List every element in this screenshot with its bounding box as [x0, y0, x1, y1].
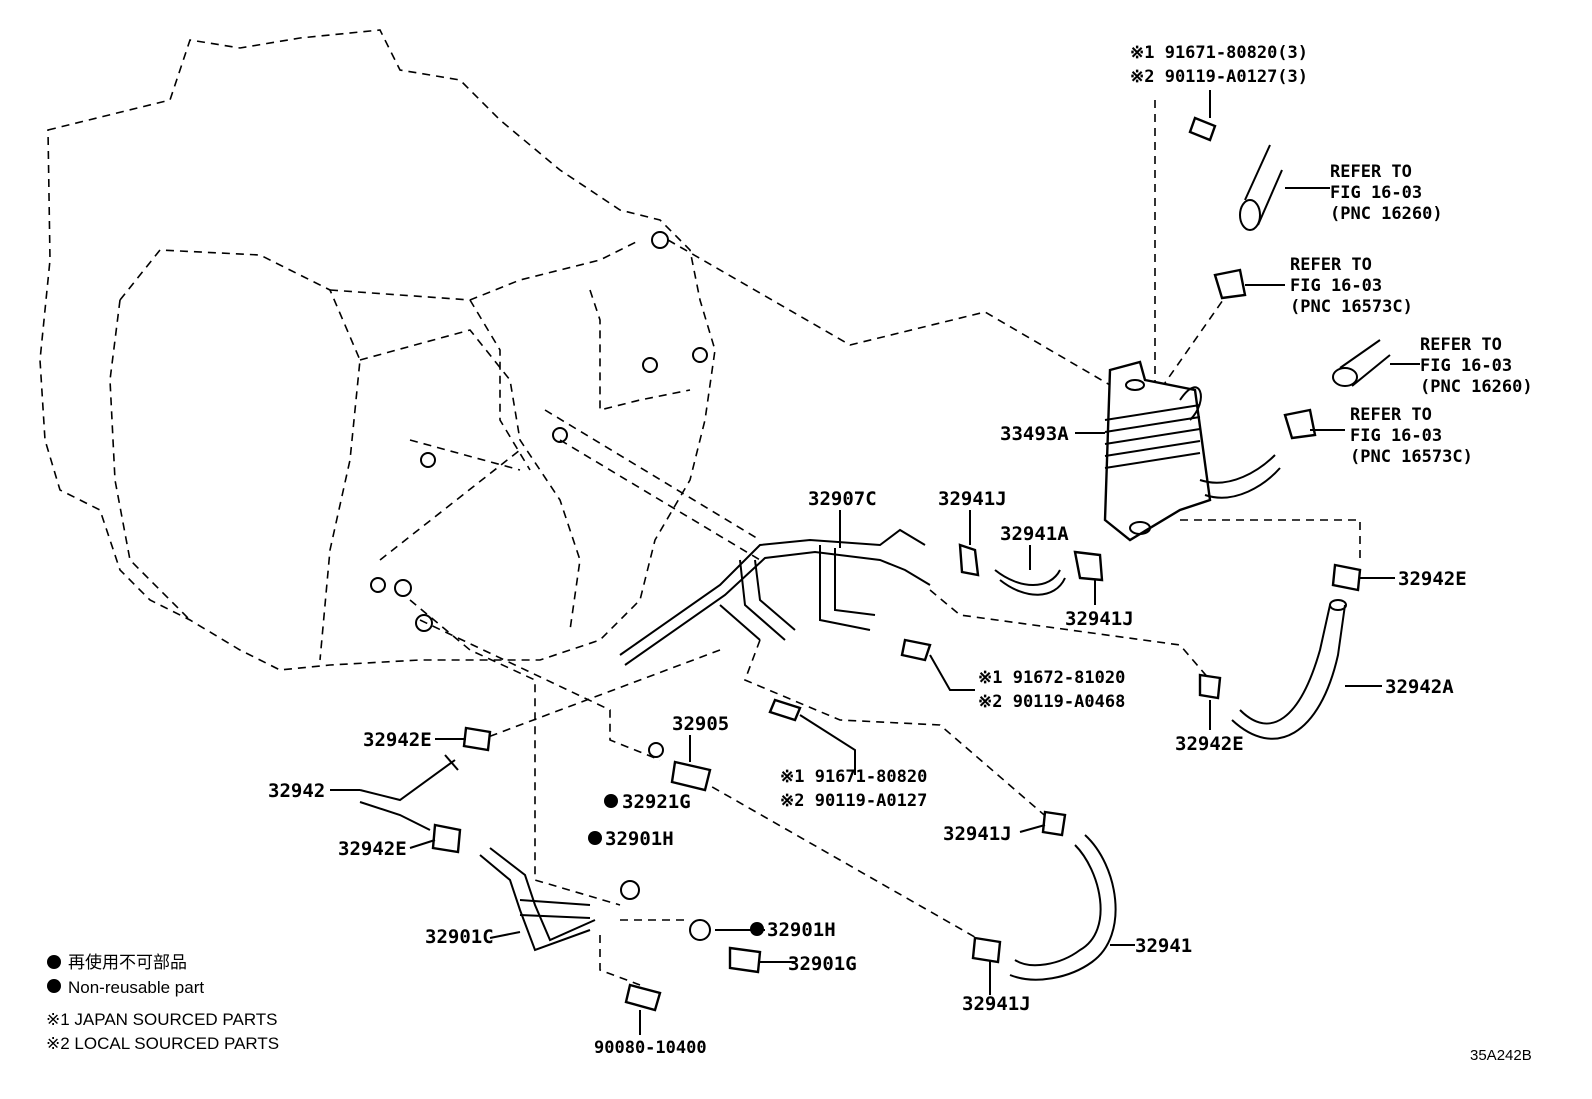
label-32942E-mid: 32942E	[1175, 733, 1244, 755]
transmission-housing	[39, 29, 716, 671]
label-32921G: 32921G	[622, 791, 691, 813]
label-33493A: 33493A	[1000, 423, 1069, 445]
pipe-32901C	[479, 847, 596, 952]
label-90080-10400: 90080-10400	[594, 1038, 707, 1058]
label-32941J-mid: 32941J	[1065, 608, 1134, 630]
ref2-line3: (PNC 16573C)	[1290, 297, 1413, 317]
label-32941J-top: 32941J	[938, 488, 1007, 510]
ref2-line2: FIG 16-03	[1290, 276, 1382, 296]
label-32907C: 32907C	[808, 488, 877, 510]
top-bolt-line1: ※1 91671-80820(3)	[1130, 43, 1308, 63]
label-32942E-right: 32942E	[1398, 568, 1467, 590]
ref3-line1: REFER TO	[1420, 335, 1502, 355]
ref2-line1: REFER TO	[1290, 255, 1372, 275]
ref4-line3: (PNC 16573C)	[1350, 447, 1473, 467]
label-32942E-low: 32942E	[338, 838, 407, 860]
label-32901G: 32901G	[788, 953, 857, 975]
low-bolt-line1: ※1 91671-80820	[780, 767, 927, 787]
hose-32941A	[994, 569, 1066, 596]
ref3-line3: (PNC 16260)	[1420, 377, 1533, 397]
legend-bullet	[47, 955, 61, 969]
hose-32941	[1009, 834, 1117, 981]
ref1-line3: (PNC 16260)	[1330, 204, 1443, 224]
label-32942E-left: 32942E	[363, 729, 432, 751]
ref1-line2: FIG 16-03	[1330, 183, 1422, 203]
ref1-line1: REFER TO	[1330, 162, 1412, 182]
label-32941J-bottom: 32941J	[962, 993, 1031, 1015]
part-labels: ※1 91671-80820(3) ※2 90119-A0127(3) REFE…	[268, 43, 1533, 1058]
legend-non-reusable-jp: 再使用不可部品	[68, 952, 187, 972]
pipe-32907C	[619, 528, 931, 666]
ref4-line1: REFER TO	[1350, 405, 1432, 425]
label-32942A: 32942A	[1385, 676, 1454, 698]
non-reusable-bullet	[750, 922, 764, 936]
label-32901H-b: 32901H	[767, 919, 836, 941]
label-32901H-a: 32901H	[605, 828, 674, 850]
small-components	[431, 116, 1391, 1012]
non-reusable-bullet	[604, 794, 618, 808]
mid-bolt-line1: ※1 91672-81020	[978, 668, 1125, 688]
label-32901C: 32901C	[425, 926, 494, 948]
label-32941: 32941	[1135, 935, 1192, 957]
legend-non-reusable-en: Non-reusable part	[68, 978, 204, 997]
label-32941J-low: 32941J	[943, 823, 1012, 845]
label-32905: 32905	[672, 713, 729, 735]
ref3-line2: FIG 16-03	[1420, 356, 1512, 376]
diagram-code: 35A242B	[1470, 1047, 1532, 1064]
label-32941A: 32941A	[1000, 523, 1069, 545]
non-reusable-bullet	[588, 831, 602, 845]
legend: 再使用不可部品 Non-reusable part ※1 JAPAN SOURC…	[46, 952, 279, 1053]
hose-32942A	[1231, 599, 1347, 740]
oil-cooler-33493A	[1103, 360, 1281, 542]
legend-note2: ※2 LOCAL SOURCED PARTS	[46, 1034, 279, 1053]
low-bolt-line2: ※2 90119-A0127	[780, 791, 927, 811]
ref4-line2: FIG 16-03	[1350, 426, 1442, 446]
top-bolt-line2: ※2 90119-A0127(3)	[1130, 67, 1308, 87]
legend-note1: ※1 JAPAN SOURCED PARTS	[46, 1010, 278, 1029]
dashed-leaders	[409, 100, 1361, 986]
label-32942: 32942	[268, 780, 325, 802]
solid-leaders	[330, 90, 1420, 1035]
legend-bullet	[47, 979, 61, 993]
hose-32942	[359, 754, 459, 831]
mid-bolt-line2: ※2 90119-A0468	[978, 692, 1125, 712]
